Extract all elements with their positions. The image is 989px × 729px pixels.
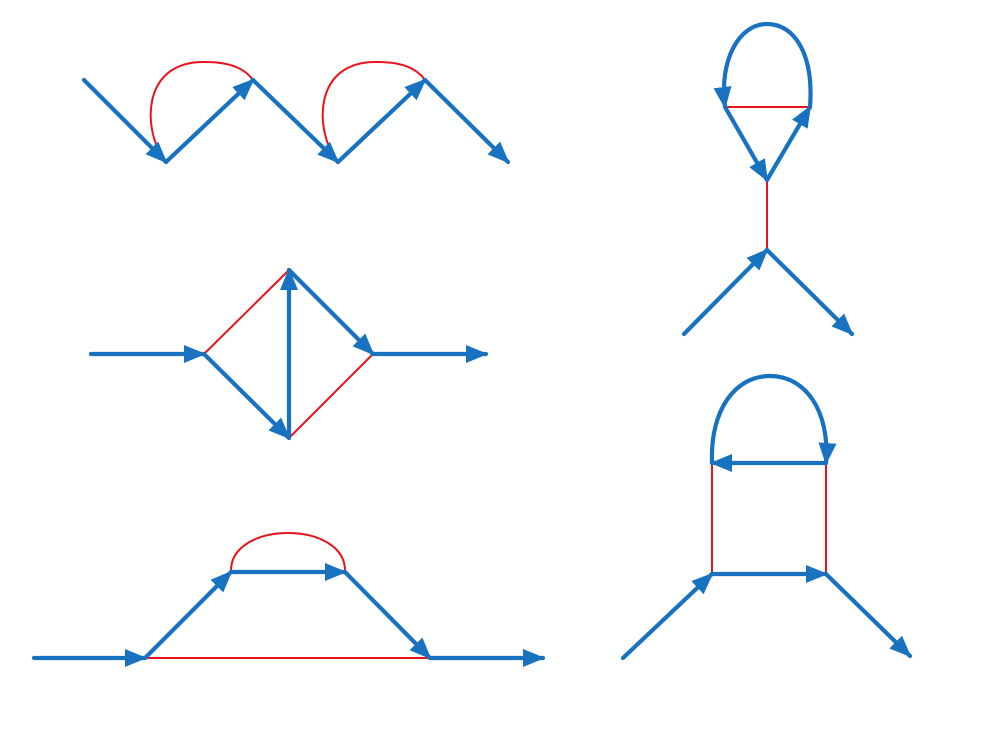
fermion-line-upper-right bbox=[286, 267, 376, 357]
diagram-arched-ladder bbox=[31, 532, 546, 667]
fermion-line-lower-left bbox=[201, 351, 292, 441]
fermion-line-3 bbox=[250, 77, 341, 165]
fermion-line-in bbox=[620, 571, 715, 661]
fermion-line-falling bbox=[342, 569, 433, 661]
gluon-arc-2 bbox=[321, 60, 426, 163]
diagram-diamond-vertex bbox=[88, 267, 489, 441]
fermion-line-4 bbox=[335, 77, 428, 165]
diagram-self-energy-loop bbox=[681, 21, 855, 337]
fermion-line-rising bbox=[142, 569, 234, 661]
fermion-line-1 bbox=[81, 77, 169, 165]
fermion-line-out bbox=[764, 247, 855, 337]
gluon-line-upper-left bbox=[203, 269, 290, 355]
fermion-loop-top bbox=[709, 373, 837, 466]
fermion-line-in bbox=[681, 247, 770, 337]
fermion-line-2 bbox=[163, 77, 256, 165]
diagram-double-rainbow-chain bbox=[81, 60, 511, 165]
gluon-arc-top bbox=[229, 532, 347, 573]
fermion-line-out bbox=[823, 571, 913, 659]
diagram-ladder-with-loop bbox=[620, 373, 913, 661]
fermion-line-5 bbox=[422, 77, 511, 165]
fermion-loop-top bbox=[713, 21, 813, 110]
fermion-line-left-down bbox=[722, 104, 770, 183]
gluon-arc-1 bbox=[149, 60, 254, 163]
fermion-line-right-up bbox=[764, 104, 813, 183]
gluon-line-lower-right bbox=[288, 353, 374, 439]
